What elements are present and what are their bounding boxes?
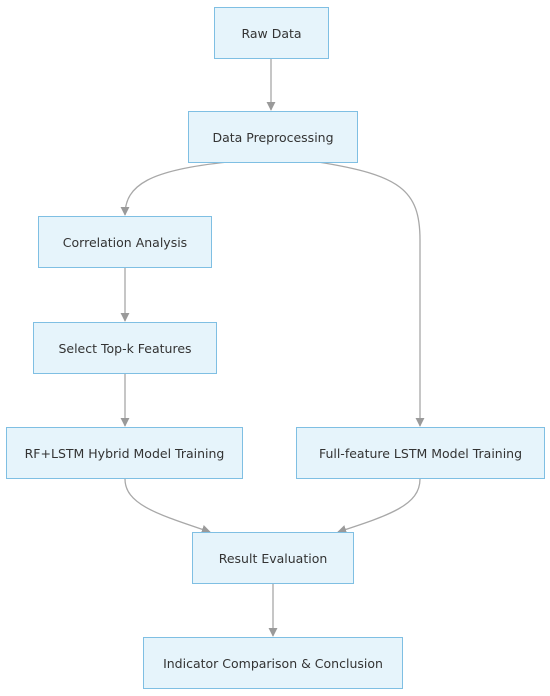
- node-indicator-comparison-conclusion: Indicator Comparison & Conclusion: [143, 637, 403, 689]
- node-hybrid-model-training: RF+LSTM Hybrid Model Training: [6, 427, 243, 479]
- node-raw-data: Raw Data: [214, 7, 329, 59]
- edge-full-to-eval: [337, 478, 421, 534]
- edge-prep-to-corr: [120, 161, 229, 216]
- node-data-preprocessing: Data Preprocessing: [188, 111, 358, 163]
- node-select-top-k-features-label: Select Top-k Features: [58, 340, 192, 356]
- edge-prep-to-full: [317, 161, 425, 427]
- node-full-feature-lstm-training-label: Full-feature LSTM Model Training: [318, 445, 523, 461]
- node-hybrid-model-training-label: RF+LSTM Hybrid Model Training: [24, 445, 225, 461]
- node-correlation-analysis: Correlation Analysis: [38, 216, 212, 268]
- node-indicator-comparison-conclusion-label: Indicator Comparison & Conclusion: [163, 655, 383, 671]
- edge-hybrid-to-eval: [124, 478, 211, 534]
- node-raw-data-label: Raw Data: [241, 25, 302, 41]
- node-full-feature-lstm-training: Full-feature LSTM Model Training: [296, 427, 545, 479]
- node-result-evaluation-label: Result Evaluation: [218, 550, 328, 566]
- node-correlation-analysis-label: Correlation Analysis: [62, 234, 188, 250]
- node-select-top-k-features: Select Top-k Features: [33, 322, 217, 374]
- node-result-evaluation: Result Evaluation: [192, 532, 354, 584]
- node-data-preprocessing-label: Data Preprocessing: [212, 129, 334, 145]
